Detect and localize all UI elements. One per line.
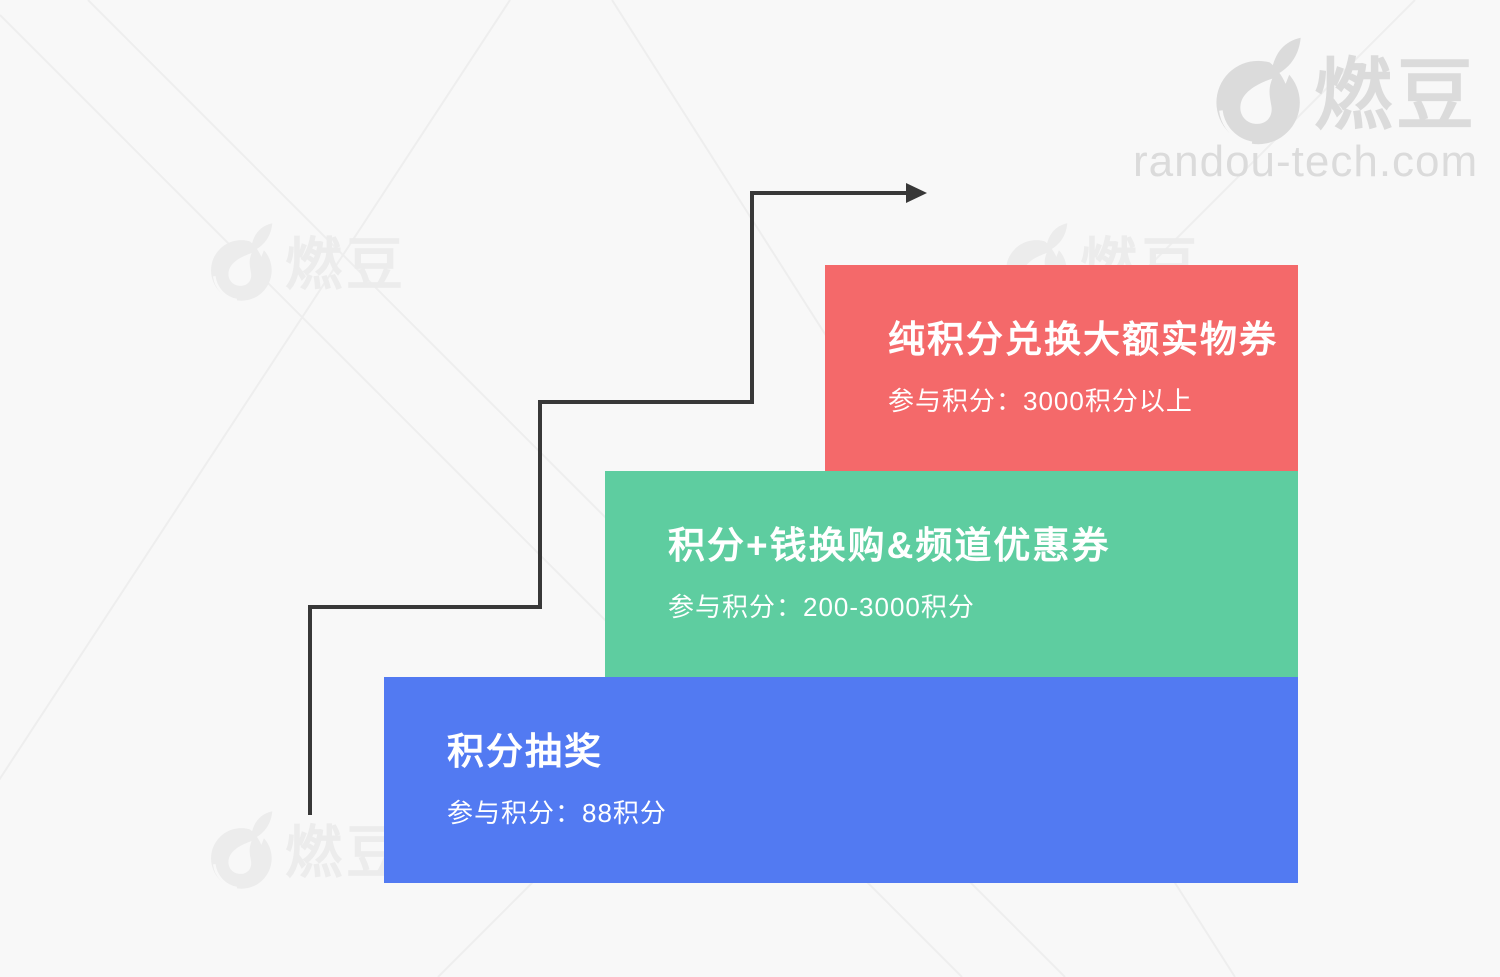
arrowhead-icon bbox=[906, 183, 927, 203]
brand-name-watermark: 燃豆 bbox=[285, 233, 407, 297]
step-subtitle: 参与积分：3000积分以上 bbox=[888, 386, 1193, 416]
step-subtitle: 参与积分：200-3000积分 bbox=[668, 592, 975, 622]
randou-flame-drop-logo-icon bbox=[211, 223, 273, 302]
step-title: 积分抽奖 bbox=[447, 731, 603, 772]
step-block-level-2: 积分+钱换购&频道优惠券 参与积分：200-3000积分 bbox=[605, 471, 1298, 677]
step-title: 纯积分兑换大额实物券 bbox=[888, 319, 1278, 360]
randou-flame-drop-logo-icon bbox=[1216, 37, 1302, 146]
step-subtitle: 参与积分：88积分 bbox=[447, 798, 667, 828]
brand-name-watermark: 燃豆 bbox=[285, 821, 407, 885]
step-block-level-1: 积分抽奖 参与积分：88积分 bbox=[384, 677, 1298, 883]
brand-watermark-small: 燃豆 bbox=[211, 810, 407, 890]
brand-website-watermark: randou-tech.com bbox=[1133, 137, 1479, 186]
step-title: 积分+钱换购&频道优惠券 bbox=[668, 525, 1111, 566]
randou-flame-drop-logo-icon bbox=[211, 811, 273, 890]
step-block-level-3: 纯积分兑换大额实物券 参与积分：3000积分以上 bbox=[825, 265, 1298, 471]
brand-watermark-small: 燃豆 bbox=[211, 222, 407, 302]
brand-name-watermark: 燃豆 bbox=[1314, 51, 1479, 139]
brand-watermark-large: 燃豆 bbox=[1216, 36, 1478, 146]
